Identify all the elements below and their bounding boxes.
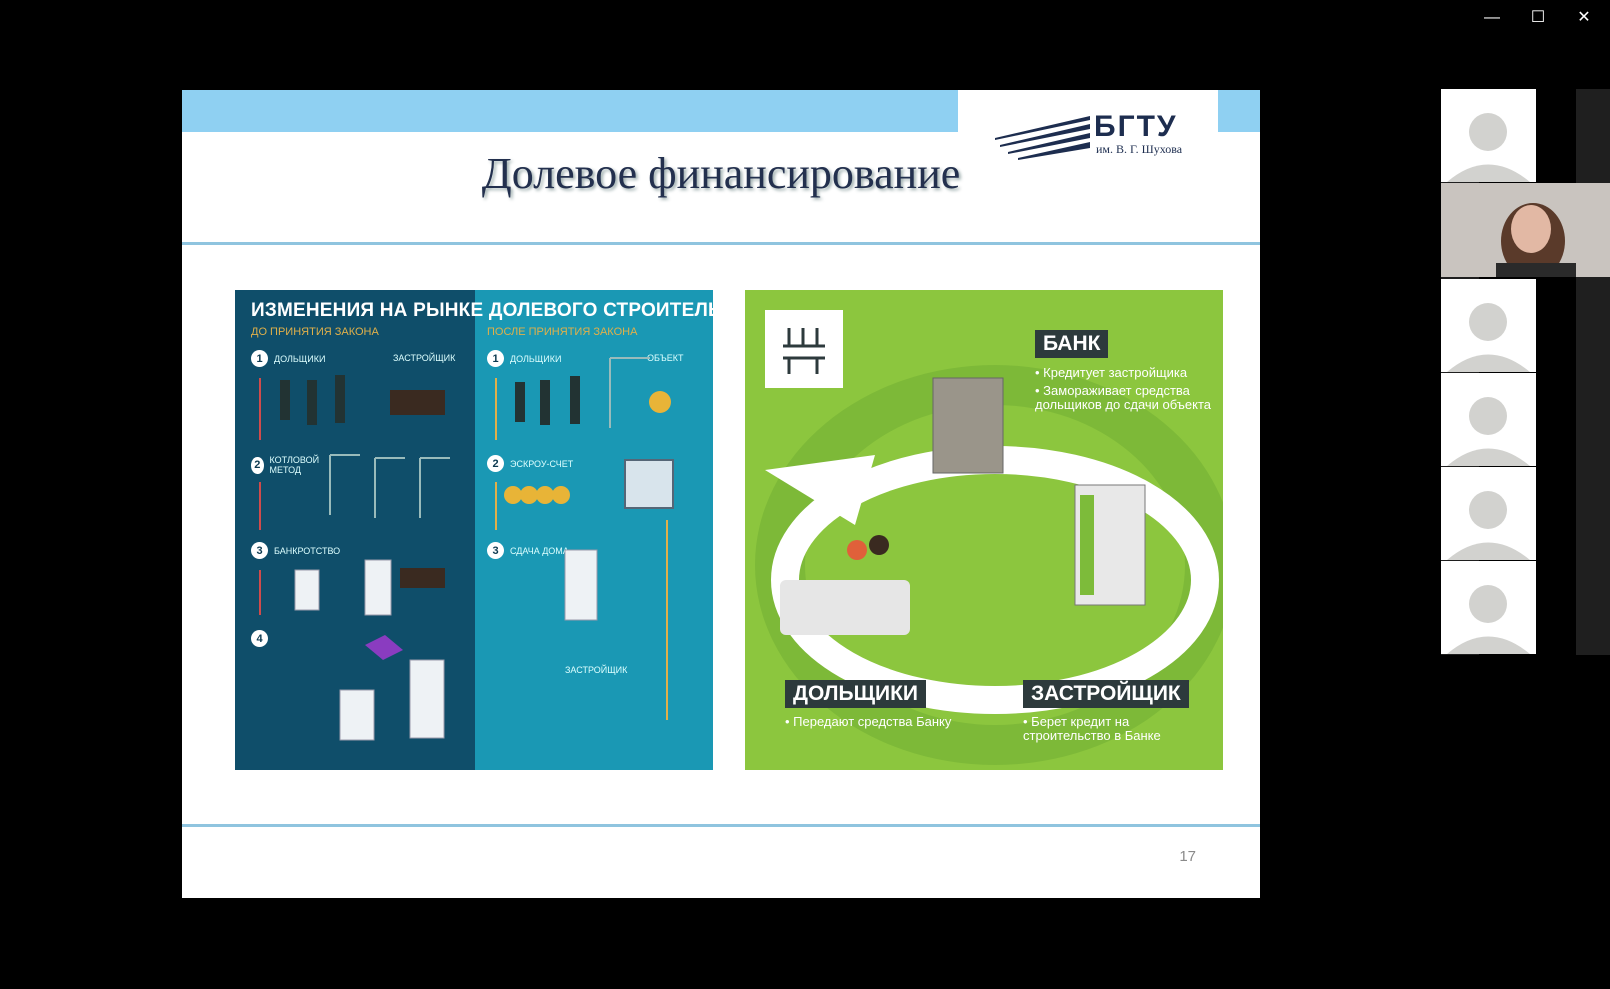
close-button[interactable]: ✕	[1577, 9, 1591, 26]
avatar-placeholder-icon	[1447, 113, 1530, 182]
participant-tile[interactable]	[1441, 279, 1536, 372]
dom-rf-logo-icon	[765, 310, 843, 388]
developer-item-1: • Берет кредит на строительство в Банке	[1023, 714, 1161, 743]
avatar-placeholder-icon	[1447, 397, 1530, 466]
slide-header-bar	[182, 90, 958, 132]
logo-name: БГТУ	[1094, 110, 1178, 143]
avatar-placeholder-icon	[1447, 585, 1530, 654]
speaker-video-frame	[1441, 183, 1610, 277]
title-divider	[182, 242, 1260, 245]
after-law-panel	[475, 290, 713, 770]
after-developer-label: ЗАСТРОЙЩИК	[565, 665, 628, 675]
bank-item-1: • Кредитует застройщика	[1035, 365, 1188, 380]
bank-item-2: • Замораживает средства дольщиков до сда…	[1035, 383, 1212, 412]
after-law-label: ПОСЛЕ ПРИНЯТИЯ ЗАКОНА	[487, 326, 638, 338]
gallery-background-right	[1576, 89, 1610, 655]
market-changes-infographic: ИЗМЕНЕНИЯ НА РЫНКЕ ДОЛЕВОГО СТРОИТЕЛЬСТВ…	[235, 290, 713, 770]
escrow-scheme-infographic: БАНК • Кредитует застройщика • Заморажив…	[745, 290, 1223, 770]
slide-header-bar-right	[1218, 90, 1260, 132]
page-number: 17	[1179, 848, 1196, 865]
infographic-illustrations	[259, 357, 674, 741]
avatar-placeholder-icon	[1447, 303, 1530, 372]
investors-label: ДОЛЬЩИКИ	[785, 680, 927, 708]
bank-label: БАНК	[1035, 330, 1109, 358]
presentation-slide: БГТУ им. В. Г. Шухова Долевое финансиров…	[182, 90, 1260, 898]
participant-video[interactable]	[1441, 183, 1610, 277]
investors-item-1: • Передают средства Банку	[785, 714, 952, 729]
avatar-placeholder-icon	[1447, 491, 1530, 560]
infographic-title: ИЗМЕНЕНИЯ НА РЫНКЕ ДОЛЕВОГО СТРОИТЕЛЬСТВ…	[251, 300, 713, 321]
escrow-cycle-illustration	[755, 365, 1223, 765]
bgtu-logo-icon	[995, 116, 1090, 160]
footer-divider	[182, 824, 1260, 827]
participant-tile[interactable]	[1441, 561, 1536, 654]
developer-label: ЗАСТРОЙЩИК	[1023, 680, 1189, 708]
slide-title: Долевое финансирование	[481, 149, 961, 198]
before-law-label: ДО ПРИНЯТИЯ ЗАКОНА	[251, 326, 379, 338]
minimize-button[interactable]: —	[1484, 9, 1500, 26]
participant-tile[interactable]	[1441, 373, 1536, 466]
maximize-button[interactable]: ☐	[1530, 9, 1546, 26]
after-step-1-extra: ОБЪЕКТ	[647, 353, 684, 363]
before-step-4: 4	[251, 630, 268, 647]
participant-tile[interactable]	[1441, 467, 1536, 560]
logo-subtitle: им. В. Г. Шухова	[1096, 142, 1183, 156]
before-step-1-extra: ЗАСТРОЙЩИК	[393, 353, 456, 363]
participant-tile[interactable]	[1441, 89, 1536, 182]
